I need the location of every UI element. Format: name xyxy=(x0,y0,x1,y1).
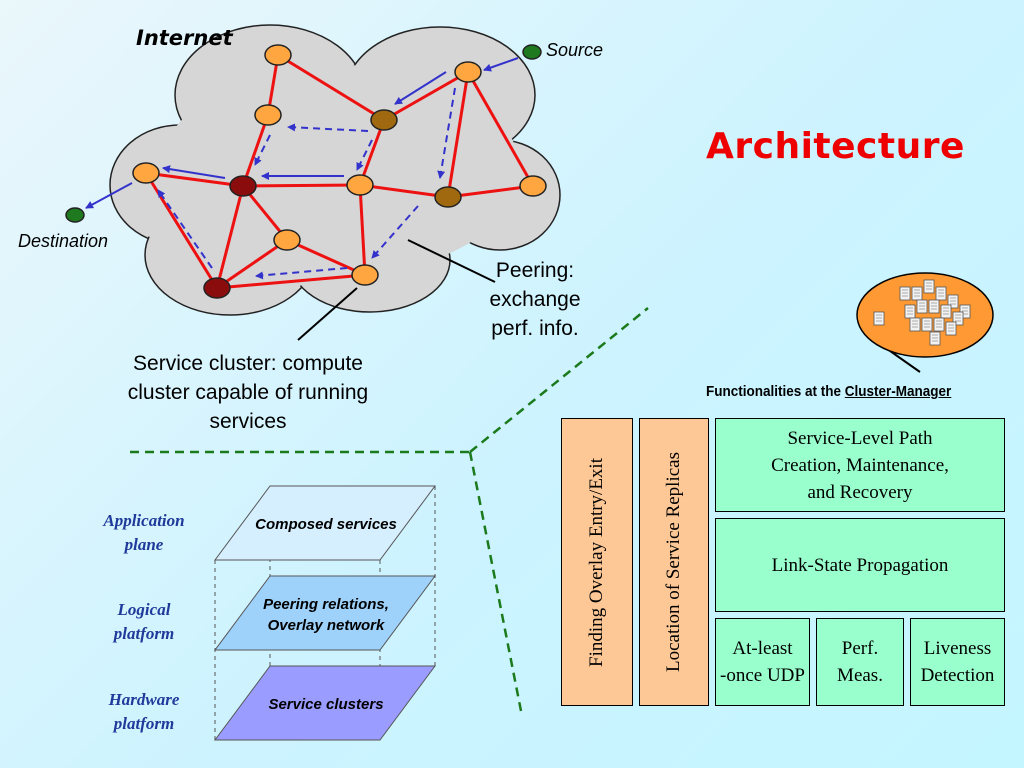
label-line: Hardware xyxy=(108,690,180,709)
service-node xyxy=(454,61,482,83)
server-glyph xyxy=(940,304,952,319)
callout-line: perf. info. xyxy=(491,317,579,340)
server-glyph xyxy=(899,286,911,301)
caption-prefix: Functionalities at the xyxy=(706,383,845,400)
layer-line: Peering relations, xyxy=(263,596,389,613)
label-line: platform xyxy=(113,624,175,643)
application-plane-label: Application plane xyxy=(79,509,209,557)
server-glyph xyxy=(929,331,941,346)
perf-meas-box: Perf. Meas. xyxy=(816,618,904,706)
cluster-manager-icon xyxy=(856,272,994,358)
logical-platform-label: Logical platform xyxy=(79,598,209,646)
box-label: Finding Overlay Entry/Exit xyxy=(586,457,607,667)
callout-line: services xyxy=(209,410,287,433)
layer-line: Service clusters xyxy=(268,696,384,713)
service-node xyxy=(254,104,282,126)
label-line: Application xyxy=(103,511,185,530)
callout-line: cluster capable of running xyxy=(127,381,369,404)
server-glyph xyxy=(916,299,928,314)
destination-endpoint xyxy=(65,207,85,223)
server-glyph xyxy=(904,304,916,319)
layer-stack xyxy=(214,485,436,741)
box-line: At-least xyxy=(732,638,793,659)
service-node xyxy=(346,174,374,196)
service-node xyxy=(273,229,301,251)
layer-line: Overlay network xyxy=(267,617,385,634)
callout-line: Service cluster: compute xyxy=(133,352,363,375)
server-glyph xyxy=(959,304,971,319)
box-line: Link-State Propagation xyxy=(771,554,949,576)
label-line: Logical xyxy=(117,600,171,619)
server-glyph xyxy=(921,317,933,332)
label-line: plane xyxy=(124,535,164,554)
service-cluster-callout: Service cluster: compute cluster capable… xyxy=(110,349,386,436)
cluster-manager-link[interactable]: Cluster-Manager xyxy=(844,383,952,400)
server-glyph xyxy=(923,279,935,294)
server-glyph xyxy=(933,317,945,332)
darkred-node xyxy=(229,175,257,197)
hardware-platform-layer xyxy=(214,665,436,741)
section-divider xyxy=(130,307,649,717)
server-glyph xyxy=(873,311,885,326)
server-glyph xyxy=(911,286,923,301)
location-of-service-replicas-box: Location of Service Replicas xyxy=(639,418,709,706)
at-least-once-udp-box: At-least -once UDP xyxy=(715,618,810,706)
server-glyph xyxy=(935,286,947,301)
server-glyph xyxy=(952,311,964,326)
peering-callout: Peering: exchange perf. info. xyxy=(470,256,600,343)
finding-overlay-entry-exit-box: Finding Overlay Entry/Exit xyxy=(561,418,633,706)
box-line: -once UDP xyxy=(720,665,805,686)
service-node xyxy=(264,44,292,66)
routing-arrows xyxy=(85,57,519,280)
internet-label: Internet xyxy=(136,26,233,50)
overlay-nodes xyxy=(65,44,547,299)
box-line: Detection xyxy=(920,665,995,686)
callout-line: exchange xyxy=(489,288,581,311)
callout-line: Peering: xyxy=(495,259,575,282)
service-clusters-text: Service clusters xyxy=(226,694,426,715)
label-line: platform xyxy=(113,714,175,733)
slide-title: Architecture xyxy=(706,126,965,167)
box-line: Liveness xyxy=(923,638,992,659)
box-line: and Recovery xyxy=(807,481,913,503)
source-label: Source xyxy=(546,40,604,60)
source-endpoint xyxy=(522,44,542,60)
cluster-manager-caption: Functionalities at the Cluster-Manager xyxy=(706,383,951,400)
service-node xyxy=(132,162,160,184)
box-line: Meas. xyxy=(837,665,883,686)
peering-relations-text: Peering relations, Overlay network xyxy=(226,594,426,636)
server-glyph xyxy=(945,321,957,336)
composed-services-text: Composed services xyxy=(226,514,426,535)
darkred-node xyxy=(203,277,231,299)
destination-label: Destination xyxy=(18,231,109,251)
liveness-detection-box: Liveness Detection xyxy=(910,618,1005,706)
service-level-path-box: Service-Level Path Creation, Maintenance… xyxy=(715,418,1005,512)
brown-node xyxy=(370,109,398,131)
server-glyph xyxy=(909,317,921,332)
box-line: Creation, Maintenance, xyxy=(771,454,949,476)
server-glyph xyxy=(947,294,959,309)
application-plane-layer xyxy=(214,485,436,561)
hardware-platform-label: Hardware platform xyxy=(79,688,209,736)
logical-platform-layer xyxy=(214,575,436,651)
layer-line: Composed services xyxy=(255,516,397,533)
box-line: Perf. xyxy=(841,638,879,659)
service-node xyxy=(351,264,379,286)
brown-node xyxy=(434,186,462,208)
link-state-propagation-box: Link-State Propagation xyxy=(715,518,1005,612)
box-line: Service-Level Path xyxy=(787,427,933,449)
service-node xyxy=(519,175,547,197)
box-label: Location of Service Replicas xyxy=(663,451,684,672)
server-glyph xyxy=(928,299,940,314)
